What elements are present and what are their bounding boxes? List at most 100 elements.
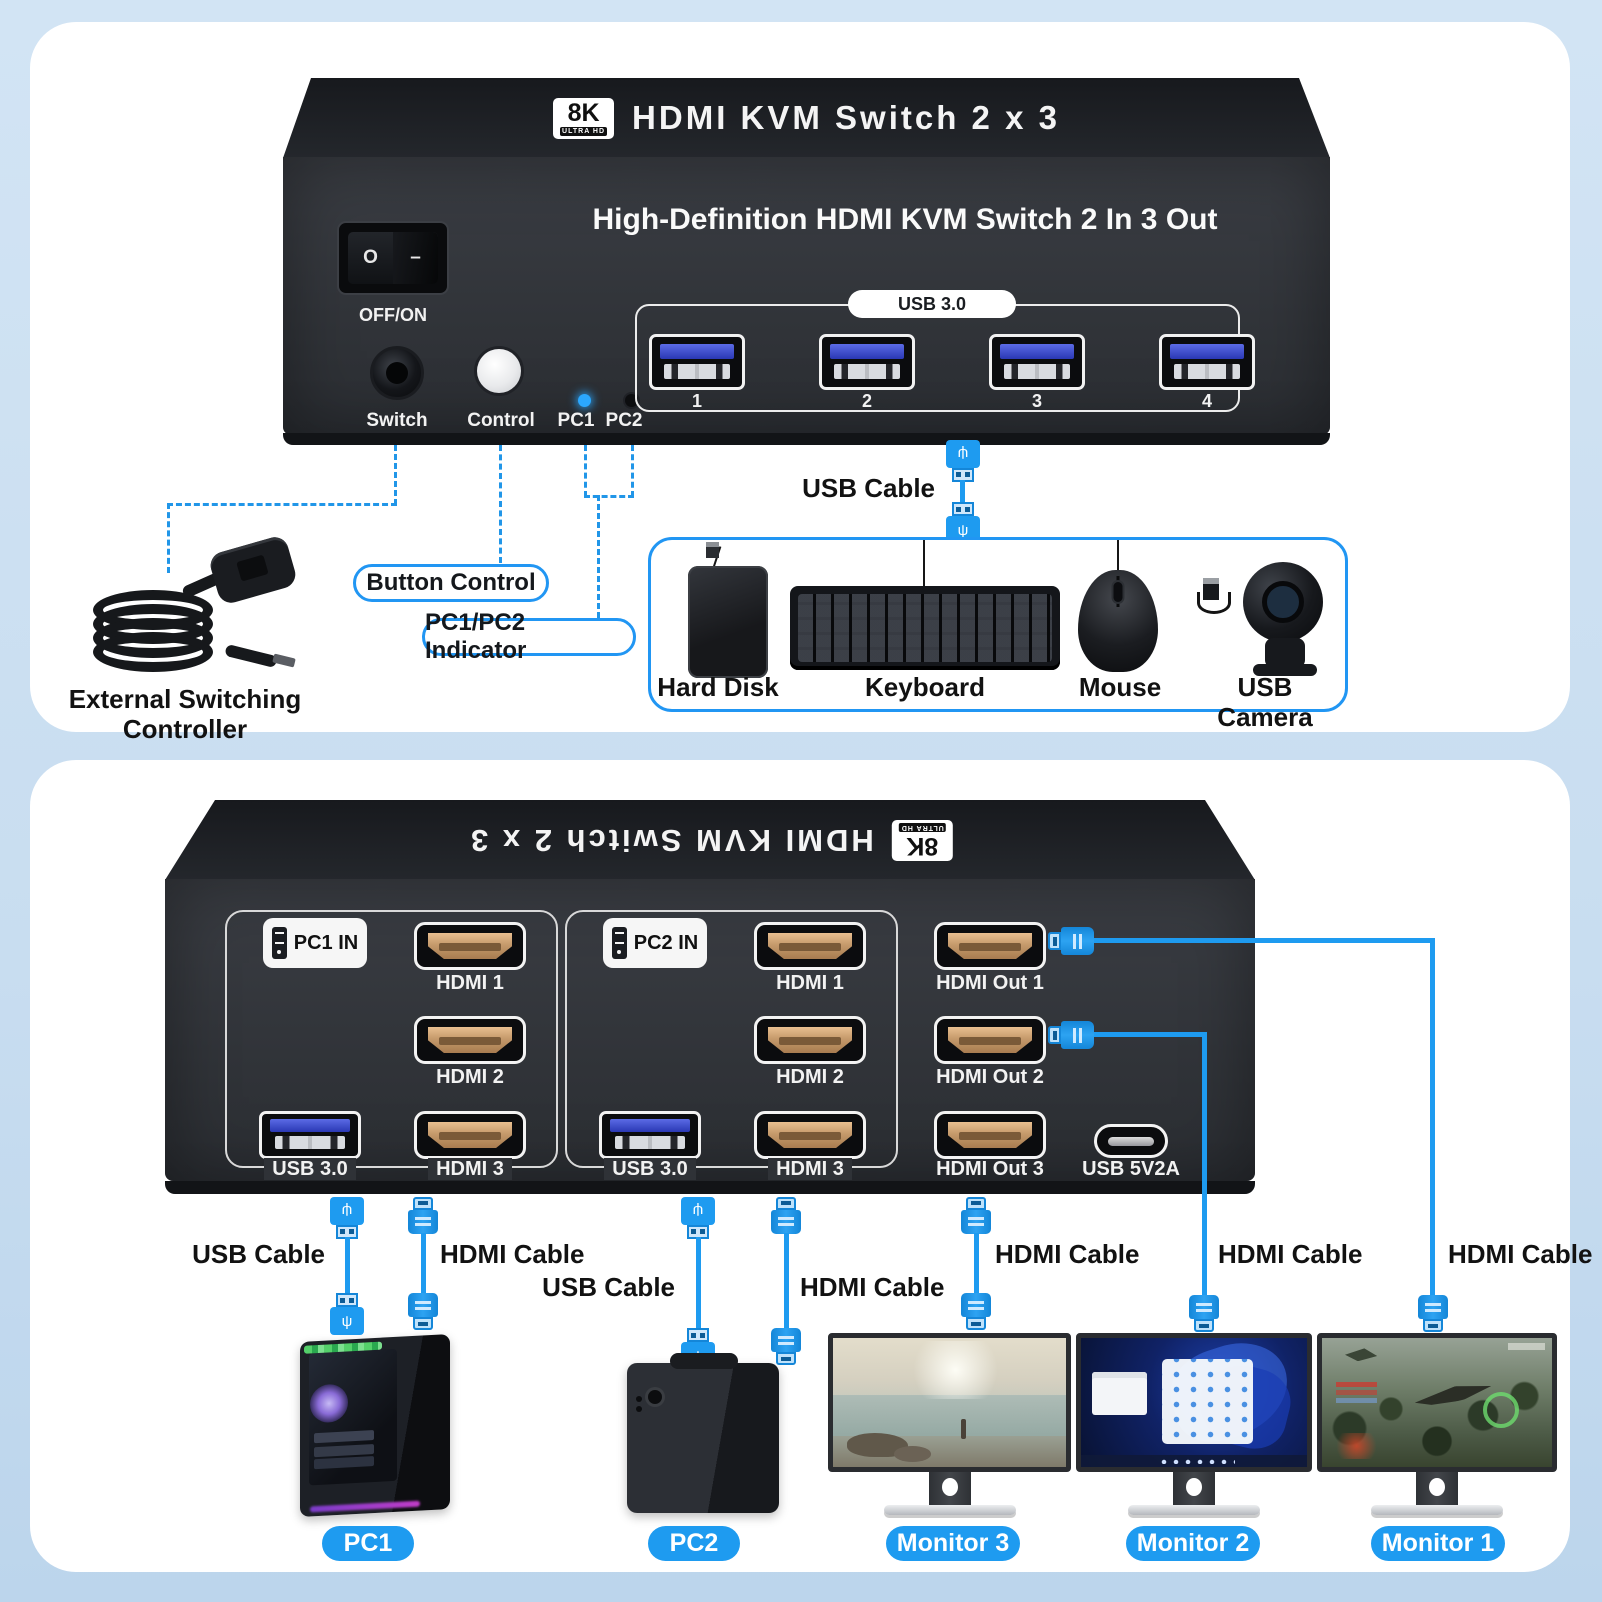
pc2-usb-label: USB 3.0: [580, 1158, 720, 1181]
8k-logo-text: 8K: [905, 831, 938, 860]
keyboard-image: [790, 586, 1060, 670]
button-control-callout: Button Control: [353, 564, 549, 602]
callout-line: [584, 495, 634, 498]
pc2-pill: PC2: [648, 1526, 740, 1561]
pc1-hdmi2-port: [414, 1016, 526, 1064]
power-on-glyph: –: [393, 232, 438, 284]
usb-camera-label: USB Camera: [1217, 672, 1313, 732]
front-panel-title: High-Definition HDMI KVM Switch 2 In 3 O…: [592, 203, 1218, 236]
controller-remote-button: [207, 533, 299, 607]
kvm-rear-top-face: 8K ULTRA HD HDMI KVM Switch 2 x 3: [165, 800, 1255, 880]
pc1-in-badge: PC1 IN: [263, 918, 367, 968]
pc1-in-badge-label: PC1 IN: [293, 931, 359, 954]
pc1-hdmi3-port: [414, 1111, 526, 1159]
pc2-tower-image: [627, 1353, 779, 1513]
rear-top-face-title: HDMI KVM Switch 2 x 3: [467, 823, 874, 858]
pc1-section-frame: [225, 910, 558, 1168]
kvm-front-face: [283, 157, 1330, 435]
control-button-label: Control: [467, 410, 535, 431]
pc1-tower-image: [300, 1334, 450, 1517]
hdmi-out1-label: HDMI Out 1: [936, 972, 1044, 994]
external-controller-label: External Switching Controller: [68, 684, 302, 744]
pc2-led-indicator: [625, 394, 638, 407]
hdmi-cable-line: [1094, 1032, 1207, 1037]
pc2-hdmi3-label: HDMI 3: [740, 1158, 880, 1181]
hdmi-connector-icon: [1189, 1295, 1219, 1332]
pc1-hdmi3-label: HDMI 3: [400, 1158, 540, 1181]
kvm-top-face: 8K ULTRA HD HDMI KVM Switch 2 x 3: [283, 78, 1330, 158]
8k-logo-text: 8K: [567, 98, 600, 127]
pc2-led-label: PC2: [605, 410, 643, 431]
power-switch: O –: [337, 221, 449, 295]
pc2-hdmi2-port: [754, 1016, 866, 1064]
hdmi-connector-icon: [961, 1197, 991, 1234]
pc2-in-badge: PC2 IN: [603, 918, 707, 968]
hdmi-cable-line: [1430, 938, 1435, 1297]
hdmi-connector-icon: [408, 1197, 438, 1234]
switch-jack-label: Switch: [366, 410, 428, 431]
hdmi-cable-label: HDMI Cable: [1218, 1239, 1363, 1269]
pc1-usb-label-text: USB 3.0: [264, 1158, 356, 1180]
camera-usb-plug-icon: [1203, 578, 1219, 600]
keyboard-wire: [923, 540, 925, 588]
usb-cable-label: USB Cable: [802, 473, 935, 503]
hdmi-cable-label: HDMI Cable: [440, 1239, 585, 1269]
controller-plug-tip: [272, 653, 296, 668]
pc1-pill: PC1: [322, 1526, 414, 1561]
hdmi-out1-port: [934, 922, 1046, 970]
hdmi-connector-icon: [1048, 927, 1094, 955]
monitor3-screen: [828, 1333, 1071, 1472]
hdmi-cable-line: [421, 1233, 426, 1295]
hdmi-connector-icon: [961, 1293, 991, 1330]
usb-port-2-number: 2: [861, 391, 872, 411]
hdmi-connector-icon: [771, 1328, 801, 1365]
usb-connector-icon: ψ: [946, 440, 980, 482]
pc1-hdmi1-port: [414, 922, 526, 970]
usb-cable-line: [960, 480, 965, 504]
indicator-callout: PC1/PC2 Indicator: [422, 609, 636, 664]
usb-group-label: USB 3.0: [848, 290, 1016, 318]
monitor3-pill: Monitor 3: [886, 1526, 1020, 1561]
keyboard-label: Keyboard: [865, 672, 985, 702]
monitor1-image: [1317, 1333, 1557, 1518]
hdmi-cable-label: HDMI Cable: [800, 1272, 945, 1302]
usb-connector-icon: ψ: [681, 1197, 715, 1239]
8k-logo-subtext: ULTRA HD: [898, 822, 946, 832]
monitor1-screen: [1317, 1333, 1557, 1472]
callout-line: [584, 445, 587, 497]
pc2-hdmi3-label-text: HDMI 3: [768, 1158, 852, 1180]
hard-disk-label: Hard Disk: [657, 672, 779, 702]
mouse-wire: [1117, 540, 1119, 572]
callout-line: [631, 445, 634, 497]
hard-disk-image: [688, 566, 768, 678]
pc1-led-indicator: [578, 394, 591, 407]
callout-line: [167, 503, 170, 573]
callout-line: [167, 503, 397, 506]
pc2-usb-port: [599, 1111, 701, 1159]
kvm-front-bottom-edge: [283, 433, 1330, 445]
usb-connector-icon: ψ: [330, 1293, 364, 1335]
hdmi-out2-port: [934, 1016, 1046, 1064]
usb-port-3-number: 3: [1031, 391, 1042, 411]
usb-c-power-port: [1094, 1124, 1168, 1158]
8k-logo-subtext: ULTRA HD: [560, 126, 608, 136]
hdmi-cable-line: [1094, 938, 1435, 943]
pc2-hdmi1-port: [754, 922, 866, 970]
usb-cable-label: USB Cable: [542, 1272, 675, 1302]
power-label: OFF/ON: [359, 305, 427, 325]
hdmi-out3-port: [934, 1111, 1046, 1159]
pc1-hdmi2-label: HDMI 2: [436, 1066, 504, 1088]
pc2-hdmi3-port: [754, 1111, 866, 1159]
usb-port-2: [819, 334, 915, 390]
monitor2-screen: [1076, 1333, 1312, 1472]
callout-line: [499, 445, 502, 563]
monitor3-image: [828, 1333, 1071, 1518]
control-button: [477, 349, 521, 393]
switch-jack-port: [370, 346, 424, 400]
top-face-title: HDMI KVM Switch 2 x 3: [632, 99, 1060, 136]
hdd-usb-plug-icon: [706, 542, 719, 558]
hdmi-cable-line: [974, 1233, 979, 1295]
mouse-label: Mouse: [1078, 672, 1162, 702]
pc2-in-badge-label: PC2 IN: [633, 931, 699, 954]
